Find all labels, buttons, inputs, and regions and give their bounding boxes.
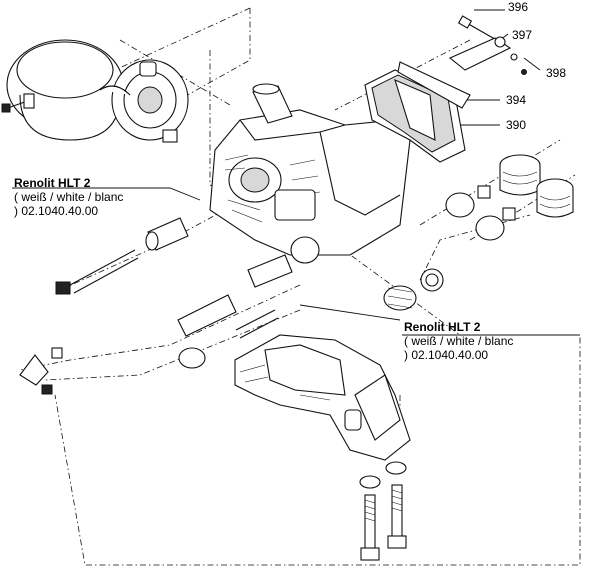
lubricant-note-right-partno: ) 02.1040.40.00	[404, 348, 489, 362]
lubricant-note-left-partno: ) 02.1040.40.00	[14, 204, 99, 218]
part-number-394: 394	[506, 93, 527, 107]
retaining-hardware	[448, 15, 527, 75]
lubricant-note-left-title: Renolit HLT 2	[14, 176, 91, 190]
lubricant-note-right-color: ( weiß / white / blanc	[404, 334, 514, 348]
brake-chamber	[1, 39, 189, 143]
part-number-397: 397	[512, 28, 533, 42]
part-number-398: 398	[546, 66, 567, 80]
lubricant-note-right-title: Renolit HLT 2	[404, 320, 481, 334]
mounting-bolts	[359, 461, 407, 561]
lubricant-note-left-color: ( weiß / white / blanc	[14, 190, 124, 204]
caliper-housing	[209, 109, 411, 264]
part-number-390: 390	[506, 118, 527, 132]
part-number-396: 396	[508, 0, 529, 14]
lubricant-note-left: Renolit HLT 2 ( weiß / white / blanc ) 0…	[14, 176, 123, 218]
carrier-bracket	[234, 334, 411, 461]
boots-and-caps	[383, 154, 574, 311]
guide-pins-and-bushings	[19, 217, 293, 395]
brake-pads	[364, 61, 471, 163]
lubricant-note-right: Renolit HLT 2 ( weiß / white / blanc ) 0…	[404, 320, 513, 362]
sleeve-top	[252, 83, 293, 124]
